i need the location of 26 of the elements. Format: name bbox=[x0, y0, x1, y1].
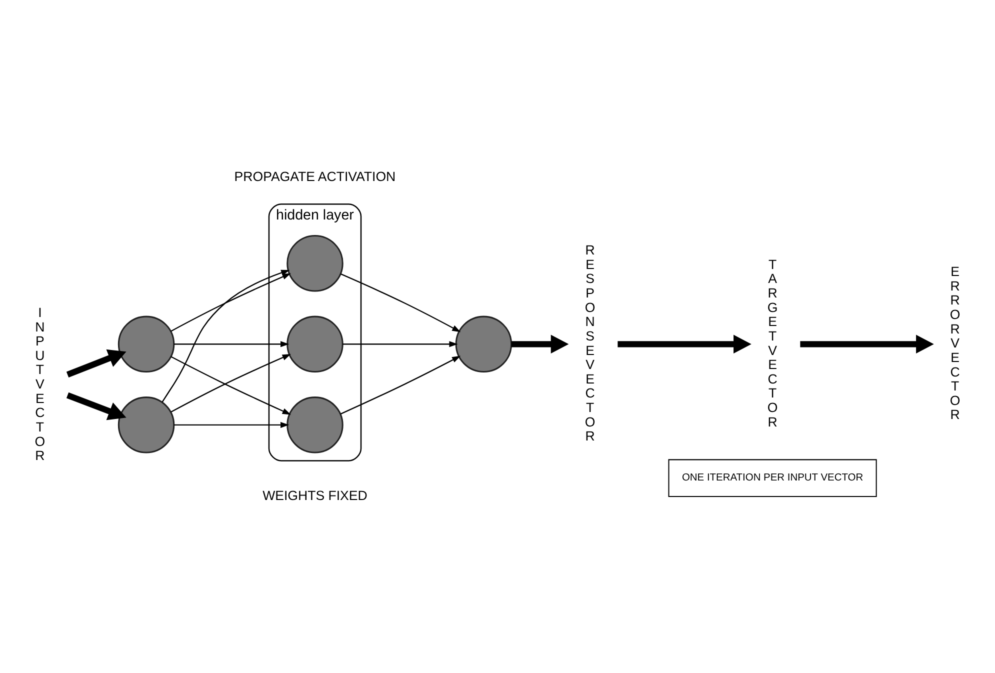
arrow bbox=[162, 269, 290, 402]
arrow bbox=[342, 340, 458, 347]
node-text: R E S P O N S E V E C T O R bbox=[584, 242, 596, 444]
arrow bbox=[174, 340, 290, 347]
arrow bbox=[340, 272, 461, 332]
arrow bbox=[170, 272, 291, 332]
arrow bbox=[511, 334, 569, 354]
node-text: T A R G E T V E C T O R bbox=[767, 256, 778, 429]
arrow bbox=[340, 355, 461, 414]
cluster: hidden layer bbox=[268, 202, 362, 461]
arrow bbox=[66, 392, 126, 420]
node-text: E R R O R V E C T O R bbox=[950, 264, 960, 422]
arrow bbox=[618, 334, 752, 354]
arrow bbox=[66, 348, 126, 377]
node-circle bbox=[286, 315, 344, 372]
node-circle bbox=[118, 315, 175, 372]
arrow bbox=[174, 421, 290, 428]
node-circle bbox=[455, 315, 512, 372]
node-box: ONE ITERATION PER INPUT VECTOR bbox=[668, 458, 877, 497]
label: WEIGHTS FIXED bbox=[262, 487, 368, 502]
node-circle bbox=[286, 234, 344, 292]
node-text: I N P U T V E C T O R bbox=[34, 304, 46, 463]
arrow bbox=[800, 334, 934, 354]
node-circle bbox=[286, 396, 344, 453]
node-circle bbox=[118, 396, 175, 453]
label: PROPAGATE ACTIVATION bbox=[234, 168, 396, 184]
